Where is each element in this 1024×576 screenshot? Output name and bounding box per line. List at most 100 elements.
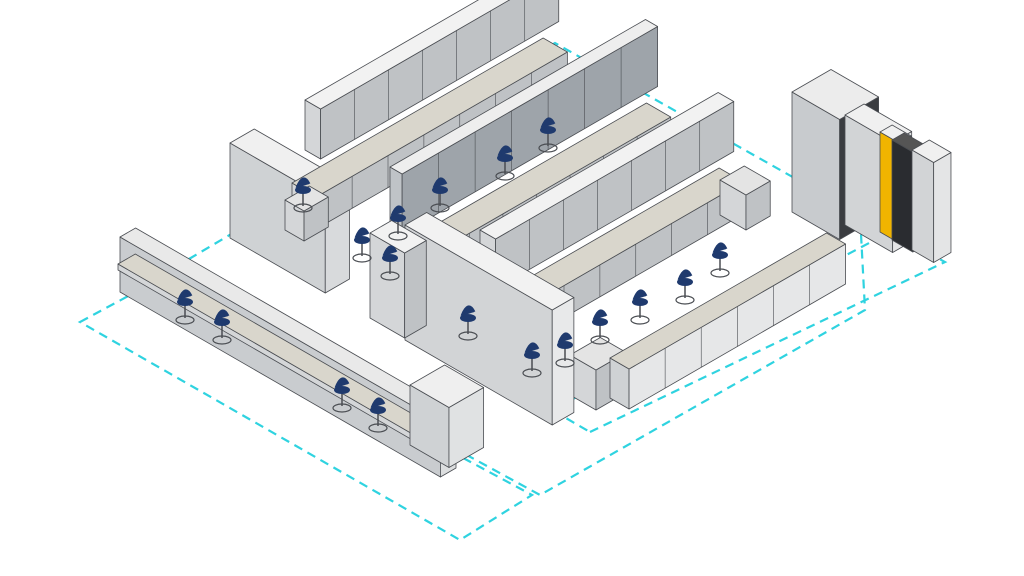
chair-back [177, 289, 193, 301]
chair-base [430, 203, 450, 213]
sink-unit-2-top-face [719, 165, 771, 196]
lab-chair [710, 242, 730, 278]
tall-cabinet-left [369, 220, 427, 339]
lab-chair [458, 305, 478, 341]
chair-base [388, 231, 408, 241]
chair-base [368, 423, 388, 433]
storage-cabinet-dark-left-face [891, 139, 914, 253]
mobile-cart [409, 364, 485, 468]
lab-chair [675, 269, 695, 305]
chair-base [630, 315, 650, 325]
mobile-cart-top-face [409, 364, 485, 408]
tall-cabinet-row-top-face [404, 212, 575, 311]
chair-seat [557, 341, 573, 349]
chair-back [712, 242, 728, 254]
zone-outline-1 [77, 285, 535, 542]
lab-chair [352, 227, 372, 263]
lab-chair [590, 309, 610, 345]
chair-back [370, 397, 386, 409]
chair-seat [354, 236, 370, 244]
furniture-group [117, 0, 952, 478]
lab-chair [175, 289, 195, 325]
chair-base [590, 335, 610, 345]
chair-base [710, 268, 730, 278]
lab-chair [555, 332, 575, 368]
chair-seat [390, 214, 406, 222]
chair-seat [432, 186, 448, 194]
bench-row-1-upper-top-face [304, 0, 511, 110]
chair-seat [592, 318, 608, 326]
lab-chair [368, 397, 388, 433]
chair-back [632, 289, 648, 301]
storage-cabinet-tall-front-face [933, 152, 952, 263]
chair-back [432, 177, 448, 189]
bench-row-2-shelf [389, 19, 658, 235]
chair-base [175, 315, 195, 325]
chair-base [538, 143, 558, 153]
chair-base [332, 403, 352, 413]
lab-chair [495, 145, 515, 181]
chair-back [677, 269, 693, 281]
chair-back [334, 377, 350, 389]
chair-back [524, 342, 540, 354]
bench-row-1-upper-front-face [320, 0, 560, 160]
lab-chair [522, 342, 542, 378]
chair-back [354, 227, 370, 239]
lab-chair [380, 245, 400, 281]
right-long-counter [609, 232, 846, 410]
lab-chair [388, 205, 408, 241]
chair-back [295, 177, 311, 189]
chair-base [458, 331, 478, 341]
chair-seat [632, 298, 648, 306]
chair-back [214, 309, 230, 321]
bench-row-2-shelf-top-face [389, 19, 658, 175]
chair-seat [460, 314, 476, 322]
chair-seat [295, 186, 311, 194]
chair-base [522, 368, 542, 378]
chair-back [557, 332, 573, 344]
lab-chair [212, 309, 232, 345]
chair-seat [382, 254, 398, 262]
chair-seat [497, 154, 513, 162]
chair-back [460, 305, 476, 317]
chair-seat [177, 298, 193, 306]
chair-seat [540, 126, 556, 134]
chair-back [390, 205, 406, 217]
sink-unit-1 [284, 185, 329, 242]
standalone-fume-hood-top-face [791, 69, 879, 120]
chair-base [293, 203, 313, 213]
chair-base [352, 253, 372, 263]
chair-back [540, 117, 556, 129]
storage-cabinet-tall-top-face [911, 139, 952, 163]
chair-back [382, 245, 398, 257]
tall-cabinet-row-front-face [551, 297, 575, 426]
tall-cabinet-left-front-face [404, 240, 427, 339]
right-long-counter-top-face [609, 232, 846, 370]
chair-seat [524, 351, 540, 359]
lab-chair [430, 177, 450, 213]
sink-unit-2 [719, 165, 771, 231]
chair-seat [370, 406, 386, 414]
chair-base [555, 358, 575, 368]
chair-back [497, 145, 513, 157]
chair-base [675, 295, 695, 305]
bench-row-1-upper [304, 0, 560, 160]
chair-base [212, 335, 232, 345]
lab-chair [538, 117, 558, 153]
lab-chair [293, 177, 313, 213]
chair-base [495, 171, 515, 181]
storage-cabinet-tall-left-face [911, 149, 935, 263]
storage-cabinet-tall [911, 139, 952, 263]
bench-row-3-upper-top-face [479, 92, 735, 240]
chair-seat [712, 251, 728, 259]
lab-chair [332, 377, 352, 413]
bench-row-1-upper-left-face [304, 99, 321, 160]
chair-back [592, 309, 608, 321]
chair-base [380, 271, 400, 281]
tall-cabinet-row [404, 212, 575, 426]
chair-seat [677, 278, 693, 286]
lab-chair [630, 289, 650, 325]
chair-seat [334, 386, 350, 394]
chair-seat [214, 318, 230, 326]
